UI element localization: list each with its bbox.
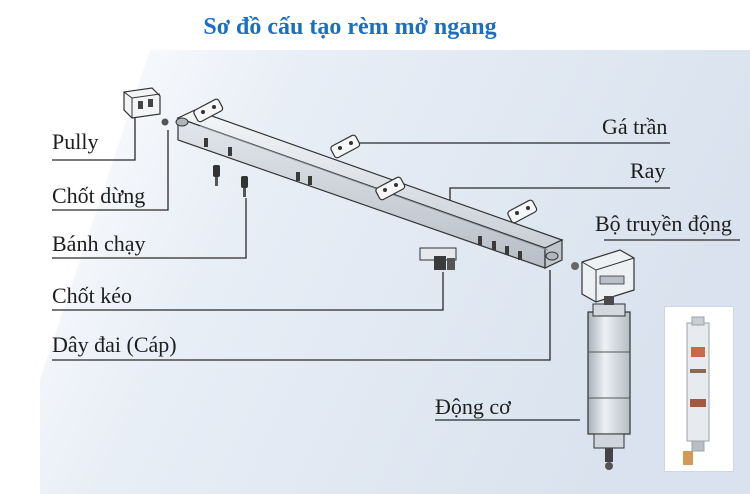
motor-photo [664,306,734,472]
label-day-dai: Dây đai (Cáp) [52,332,177,357]
rail [175,109,564,269]
label-ga-tran: Gá trần [602,114,668,139]
page-title: Sơ đồ cấu tạo rèm mở ngang [203,14,497,40]
label-ray: Ray [630,158,666,183]
label-chot-dung: Chốt dừng [52,183,146,208]
rail-runners [204,138,522,260]
background-shade [40,50,750,494]
leader-chot-keo [52,272,444,311]
label-banh-chay: Bánh chạy [52,231,146,256]
label-bo-truyen-dong: Bộ truyền động [595,211,732,236]
leader-chot-dung [52,130,169,211]
bracket-4 [507,199,538,224]
loose-wheels [213,165,248,197]
motor [587,296,631,470]
label-pully: Pully [52,129,99,154]
label-dong-co: Động cơ [435,394,511,419]
leader-banh-chay [52,198,247,259]
master-carrier [419,247,457,270]
bracket-1 [193,98,224,123]
ceiling-brackets [193,98,538,224]
leader-day-dai [52,270,551,361]
pulley-block [123,87,169,126]
motor-photo-drawing [665,307,733,471]
drive-unit [571,249,635,303]
leader-pully [52,118,136,161]
leader-lines [52,118,740,421]
bracket-2 [330,134,361,159]
label-chot-keo: Chốt kéo [52,283,133,308]
bracket-3 [375,176,406,201]
